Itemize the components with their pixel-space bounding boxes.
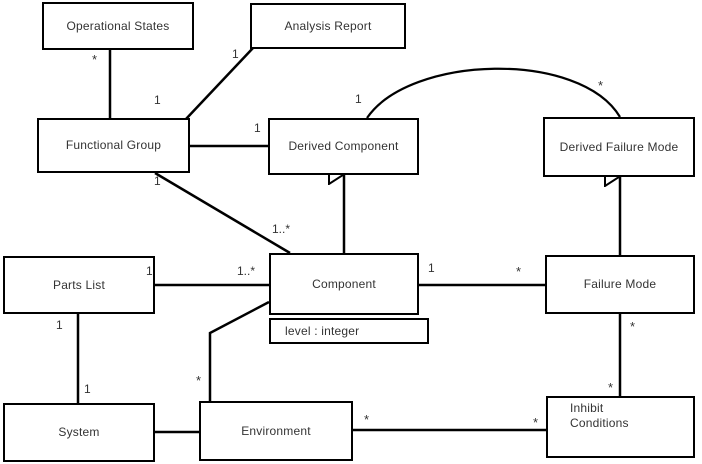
class-name-component: Component: [312, 276, 376, 291]
multiplicity-derived-failure-mode-arc: *: [598, 78, 604, 93]
multiplicity-operational-states: *: [92, 52, 98, 67]
multiplicity-analysis-report-functional-group: 1: [154, 93, 161, 107]
attribute-level: level : integer: [285, 324, 360, 338]
edge-environment-component: [208, 300, 270, 401]
multiplicity-derived-component-arc: 1: [355, 92, 362, 106]
class-derived-failure-mode[interactable]: Derived Failure Mode: [543, 117, 695, 177]
class-name-derived-component: Derived Component: [288, 139, 399, 153]
edge-functional-group-analysis-report: [185, 47, 254, 120]
class-component-attributes: level : integer: [269, 318, 429, 344]
multiplicity-system-parts-list: 1: [84, 382, 91, 396]
class-name-operational-states: Operational States: [66, 18, 170, 33]
multiplicity-component-failure-mode: 1: [428, 261, 435, 275]
class-analysis-report[interactable]: Analysis Report: [250, 3, 406, 49]
multiplicity-component-functional-group: 1..*: [272, 222, 291, 236]
multiplicity-functional-group-component: 1: [154, 174, 161, 188]
class-name-failure-mode: Failure Mode: [583, 277, 657, 291]
class-operational-states[interactable]: Operational States: [42, 2, 194, 50]
class-derived-component[interactable]: Derived Component: [268, 118, 419, 175]
class-name-functional-group: Functional Group: [65, 138, 162, 152]
edge-derived-component-derived-failure-mode: [366, 67, 621, 119]
edge-functional-group-component: [154, 171, 291, 255]
multiplicity-environment-component: *: [196, 373, 202, 388]
class-component[interactable]: Component: [269, 253, 419, 315]
multiplicity-functional-group-analysis-report: 1: [232, 47, 239, 61]
multiplicity-functional-group-derived-component: 1: [254, 121, 261, 135]
class-functional-group[interactable]: Functional Group: [37, 118, 190, 173]
class-name-analysis-report: Analysis Report: [284, 18, 372, 33]
class-name-system: System: [58, 425, 100, 439]
class-environment[interactable]: Environment: [199, 401, 353, 461]
class-name-parts-list: Parts List: [52, 277, 105, 292]
class-name-environment: Environment: [241, 423, 311, 438]
class-inhibit-conditions[interactable]: Inhibit Conditions: [546, 396, 695, 458]
class-parts-list[interactable]: Parts List: [3, 256, 155, 314]
class-name-inhibit-conditions: Inhibit Conditions: [570, 401, 629, 430]
multiplicity-component-parts-list: 1..*: [237, 264, 256, 278]
class-name-derived-failure-mode: Derived Failure Mode: [559, 139, 679, 154]
multiplicity-failure-mode-component: *: [516, 264, 522, 279]
class-failure-mode[interactable]: Failure Mode: [545, 255, 695, 314]
multiplicity-parts-list-component: 1: [146, 264, 153, 278]
multiplicity-parts-list-system: 1: [56, 318, 63, 332]
class-system[interactable]: System: [3, 403, 155, 462]
multiplicity-inhibit-conditions-failure-mode: *: [608, 380, 614, 395]
multiplicity-environment-inhibit-conditions: *: [364, 412, 370, 427]
multiplicity-failure-mode-inhibit-conditions: *: [630, 319, 636, 334]
multiplicity-inhibit-conditions-environment: *: [533, 415, 539, 430]
